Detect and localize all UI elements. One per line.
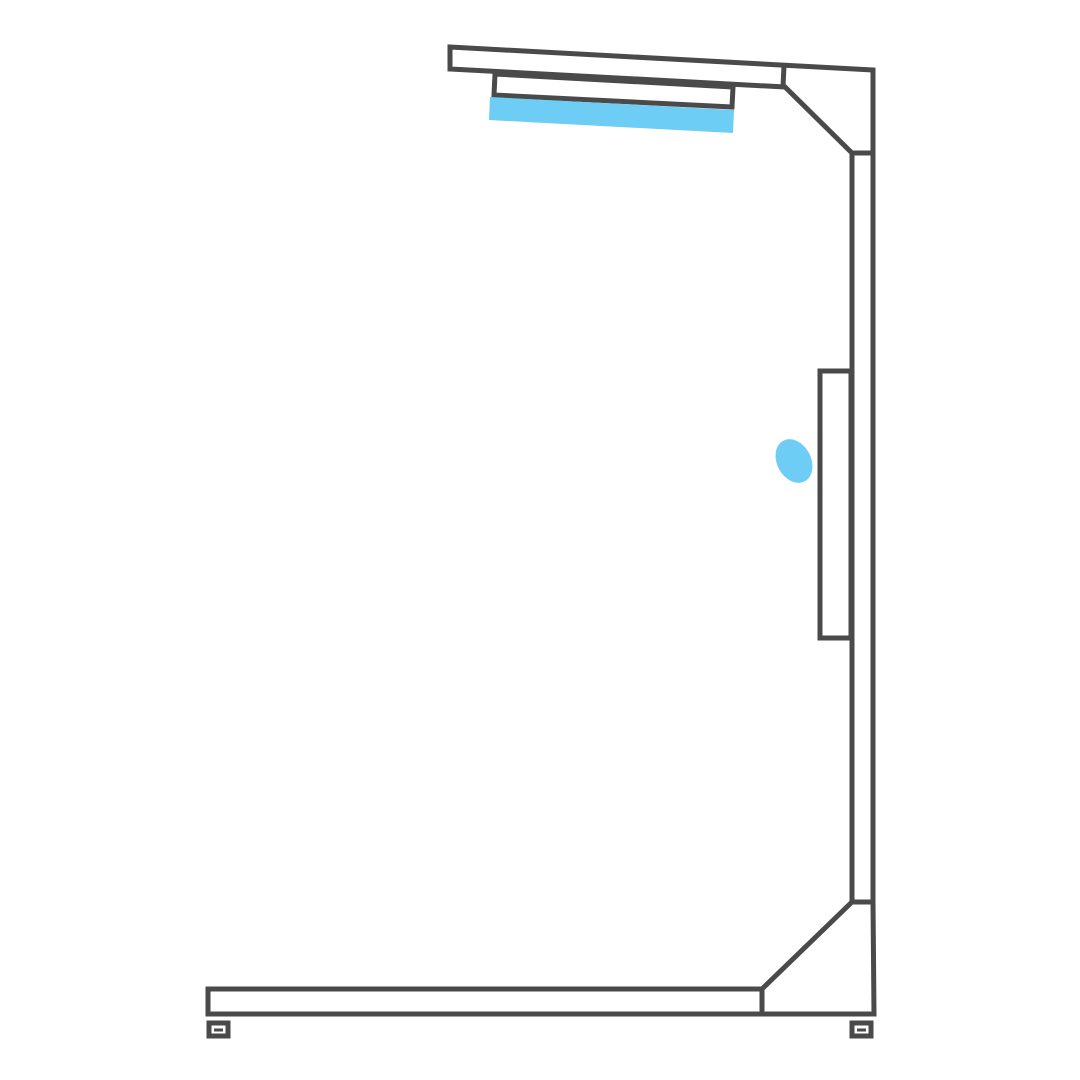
base-bracket: [759, 899, 877, 1017]
top-arm-joint: [780, 65, 787, 88]
lamp-head: [491, 71, 736, 110]
light-strip: [489, 97, 734, 133]
vertical-post: [849, 150, 876, 905]
base-plate: [205, 986, 765, 1017]
indicator-light: [775, 439, 813, 483]
control-panel: [817, 368, 854, 641]
